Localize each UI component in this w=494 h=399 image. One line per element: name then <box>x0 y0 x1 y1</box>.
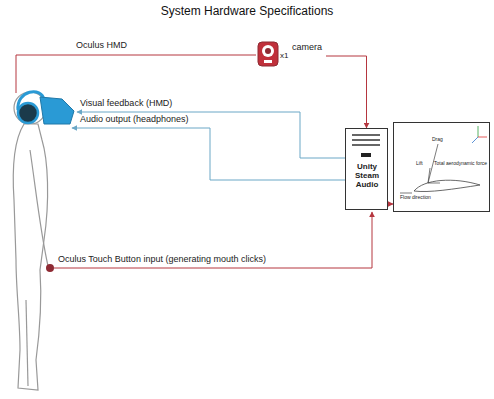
wire-label: Oculus Touch Button input (generating mo… <box>58 255 266 265</box>
camera-icon <box>256 40 280 68</box>
touch-input-wire <box>54 212 372 268</box>
camera-label: x1 <box>280 52 288 61</box>
camera-label: camera <box>292 43 322 53</box>
hmd-wire <box>16 55 256 93</box>
plot-label: Lift <box>416 161 423 167</box>
person-figure <box>13 92 48 390</box>
monitor-screen: DragLift Total aerodynamic forceFlow dire… <box>393 122 490 212</box>
diagram-title: System Hardware Specifications <box>0 5 494 18</box>
wire-label: Audio output (headphones) <box>80 115 189 125</box>
tower-slots <box>346 129 386 161</box>
touch-controller <box>46 264 54 272</box>
hmd-headset <box>18 92 74 124</box>
computer-label: Unity Steam Audio <box>349 163 385 189</box>
computer-tower: Unity Steam Audio <box>345 128 388 210</box>
signal-connector <box>326 56 367 128</box>
plot-label: Total aerodynamic force <box>434 161 487 167</box>
audio-output-wire <box>72 128 345 180</box>
wire-label: Oculus HMD <box>76 41 127 51</box>
plot-label: Flow direction <box>400 195 431 201</box>
wire-label: Visual feedback (HMD) <box>80 99 172 109</box>
camera-node: x1 camera <box>256 40 326 70</box>
visual-feedback-wire <box>77 112 345 158</box>
plot-label: Drag <box>432 137 443 143</box>
